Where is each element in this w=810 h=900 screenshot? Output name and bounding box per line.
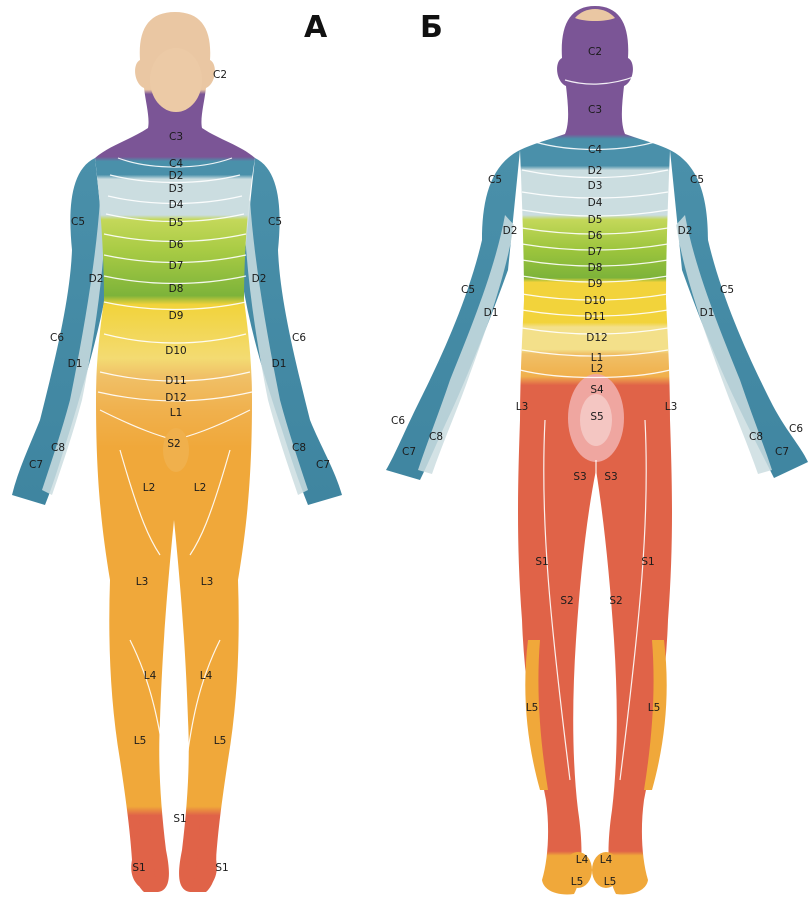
back-dermatome-label-c4: C4 [588,144,602,156]
back-dermatome-label-d6: D6 [588,230,603,242]
front-dermatome-label-d7: D7 [169,260,184,272]
front-face [150,48,202,112]
back-dermatome-label-c5: C5 [690,174,704,186]
front-dermatome-label-d1: D1 [68,358,83,370]
back-dermatome-label-l5: L5 [571,876,584,888]
back-dermatome-label-s4: S4 [590,384,604,396]
back-dermatome-label-d12: D12 [586,332,607,344]
back-left-arm [386,150,520,480]
front-dermatome-label-c4: C4 [169,158,183,170]
back-dermatome-label-s1: S1 [535,556,548,568]
front-scrotum [163,428,189,472]
back-dermatome-label-c5: C5 [461,284,475,296]
panel-title-back: Б [420,8,443,48]
back-dermatome-label-d10: D10 [584,295,605,307]
front-dermatome-label-d2: D2 [169,170,184,182]
back-dermatome-label-l3: L3 [665,401,678,413]
front-dermatome-label-l3: L3 [136,576,149,588]
front-dermatome-label-c6: C6 [50,332,64,344]
front-dermatome-label-c8: C8 [292,442,306,454]
front-dermatome-label-c5: C5 [268,216,282,228]
front-dermatome-label-c8: C8 [51,442,65,454]
front-dermatome-label-s1: S1 [132,862,145,874]
back-dermatome-label-c6: C6 [391,415,405,427]
back-dermatome-label-d1: D1 [484,307,499,319]
back-dermatome-label-l5: L5 [526,702,539,714]
back-dermatome-label-c2: C2 [588,46,602,58]
front-dermatome-label-l4: L4 [200,670,213,682]
back-dermatome-label-s3: S3 [573,471,586,483]
back-right-arm [670,150,808,478]
front-dermatome-label-l1: L1 [170,407,183,419]
back-dermatome-label-l5: L5 [648,702,661,714]
back-dermatome-label-d2: D2 [588,165,603,177]
front-dermatome-label-c7: C7 [29,459,43,471]
back-dermatome-label-c8: C8 [749,431,763,443]
back-dermatome-label-d8: D8 [588,262,603,274]
front-dermatome-label-c7: C7 [316,459,330,471]
front-dermatome-label-s1: S1 [215,862,228,874]
front-dermatome-label-d11: D11 [165,375,186,387]
back-dermatome-label-d9: D9 [588,278,603,290]
back-dermatome-label-l3: L3 [516,401,529,413]
front-dermatome-label-l4: L4 [144,670,157,682]
back-dermatome-label-s2: S2 [609,595,622,607]
back-dermatome-label-d5: D5 [588,214,603,226]
back-dermatome-label-c8: C8 [429,431,443,443]
front-dermatome-label-d5: D5 [169,217,184,229]
back-dermatome-label-d2: D2 [503,225,518,237]
back-dermatome-label-c5: C5 [720,284,734,296]
front-dermatome-label-d8: D8 [169,283,184,295]
back-dermatome-label-c3: C3 [588,104,602,116]
front-dermatome-label-c6: C6 [292,332,306,344]
back-dermatome-label-l4: L4 [600,854,613,866]
back-dermatome-label-s3: S3 [604,471,617,483]
front-dermatome-label-l3: L3 [201,576,214,588]
back-dermatome-label-l4: L4 [576,854,589,866]
back-dermatome-label-l2: L2 [591,363,604,375]
back-dermatome-label-s2: S2 [560,595,573,607]
back-dermatome-label-d7: D7 [588,246,603,258]
front-dermatome-label-d6: D6 [169,239,184,251]
back-dermatome-label-d11: D11 [584,311,605,323]
back-dermatome-label-d3: D3 [588,180,603,192]
front-dermatome-label-s1: S1 [173,813,186,825]
front-dermatome-label-l5: L5 [214,735,227,747]
back-dermatome-label-c6: C6 [789,423,803,435]
back-dermatome-label-d4: D4 [588,197,603,209]
back-dermatome-label-s1: S1 [641,556,654,568]
front-dermatome-label-d4: D4 [169,199,184,211]
front-dermatome-label-l2: L2 [194,482,207,494]
front-dermatome-label-c2: C2 [213,69,227,81]
front-dermatome-label-s2: S2 [167,438,180,450]
back-dermatome-label-s5: S5 [590,411,603,423]
front-dermatome-label-d10: D10 [165,345,186,357]
back-dermatome-label-c5: C5 [488,174,502,186]
back-dermatome-label-d2: D2 [678,225,693,237]
back-dermatome-label-d1: D1 [700,307,715,319]
front-dermatome-label-c5: C5 [71,216,85,228]
front-dermatome-label-l2: L2 [143,482,156,494]
front-dermatome-label-c3: C3 [169,131,183,143]
panel-title-front: А [304,8,327,48]
back-dermatome-label-c7: C7 [775,446,789,458]
front-dermatome-label-d3: D3 [169,183,184,195]
front-dermatome-label-d2: D2 [89,273,104,285]
back-dermatome-label-l5: L5 [604,876,617,888]
front-dermatome-label-d12: D12 [165,392,186,404]
front-dermatome-label-d9: D9 [169,310,184,322]
front-dermatome-label-l5: L5 [134,735,147,747]
back-dermatome-label-c7: C7 [402,446,416,458]
front-dermatome-label-d2: D2 [252,273,267,285]
front-dermatome-label-d1: D1 [272,358,287,370]
back-figure [386,6,808,894]
